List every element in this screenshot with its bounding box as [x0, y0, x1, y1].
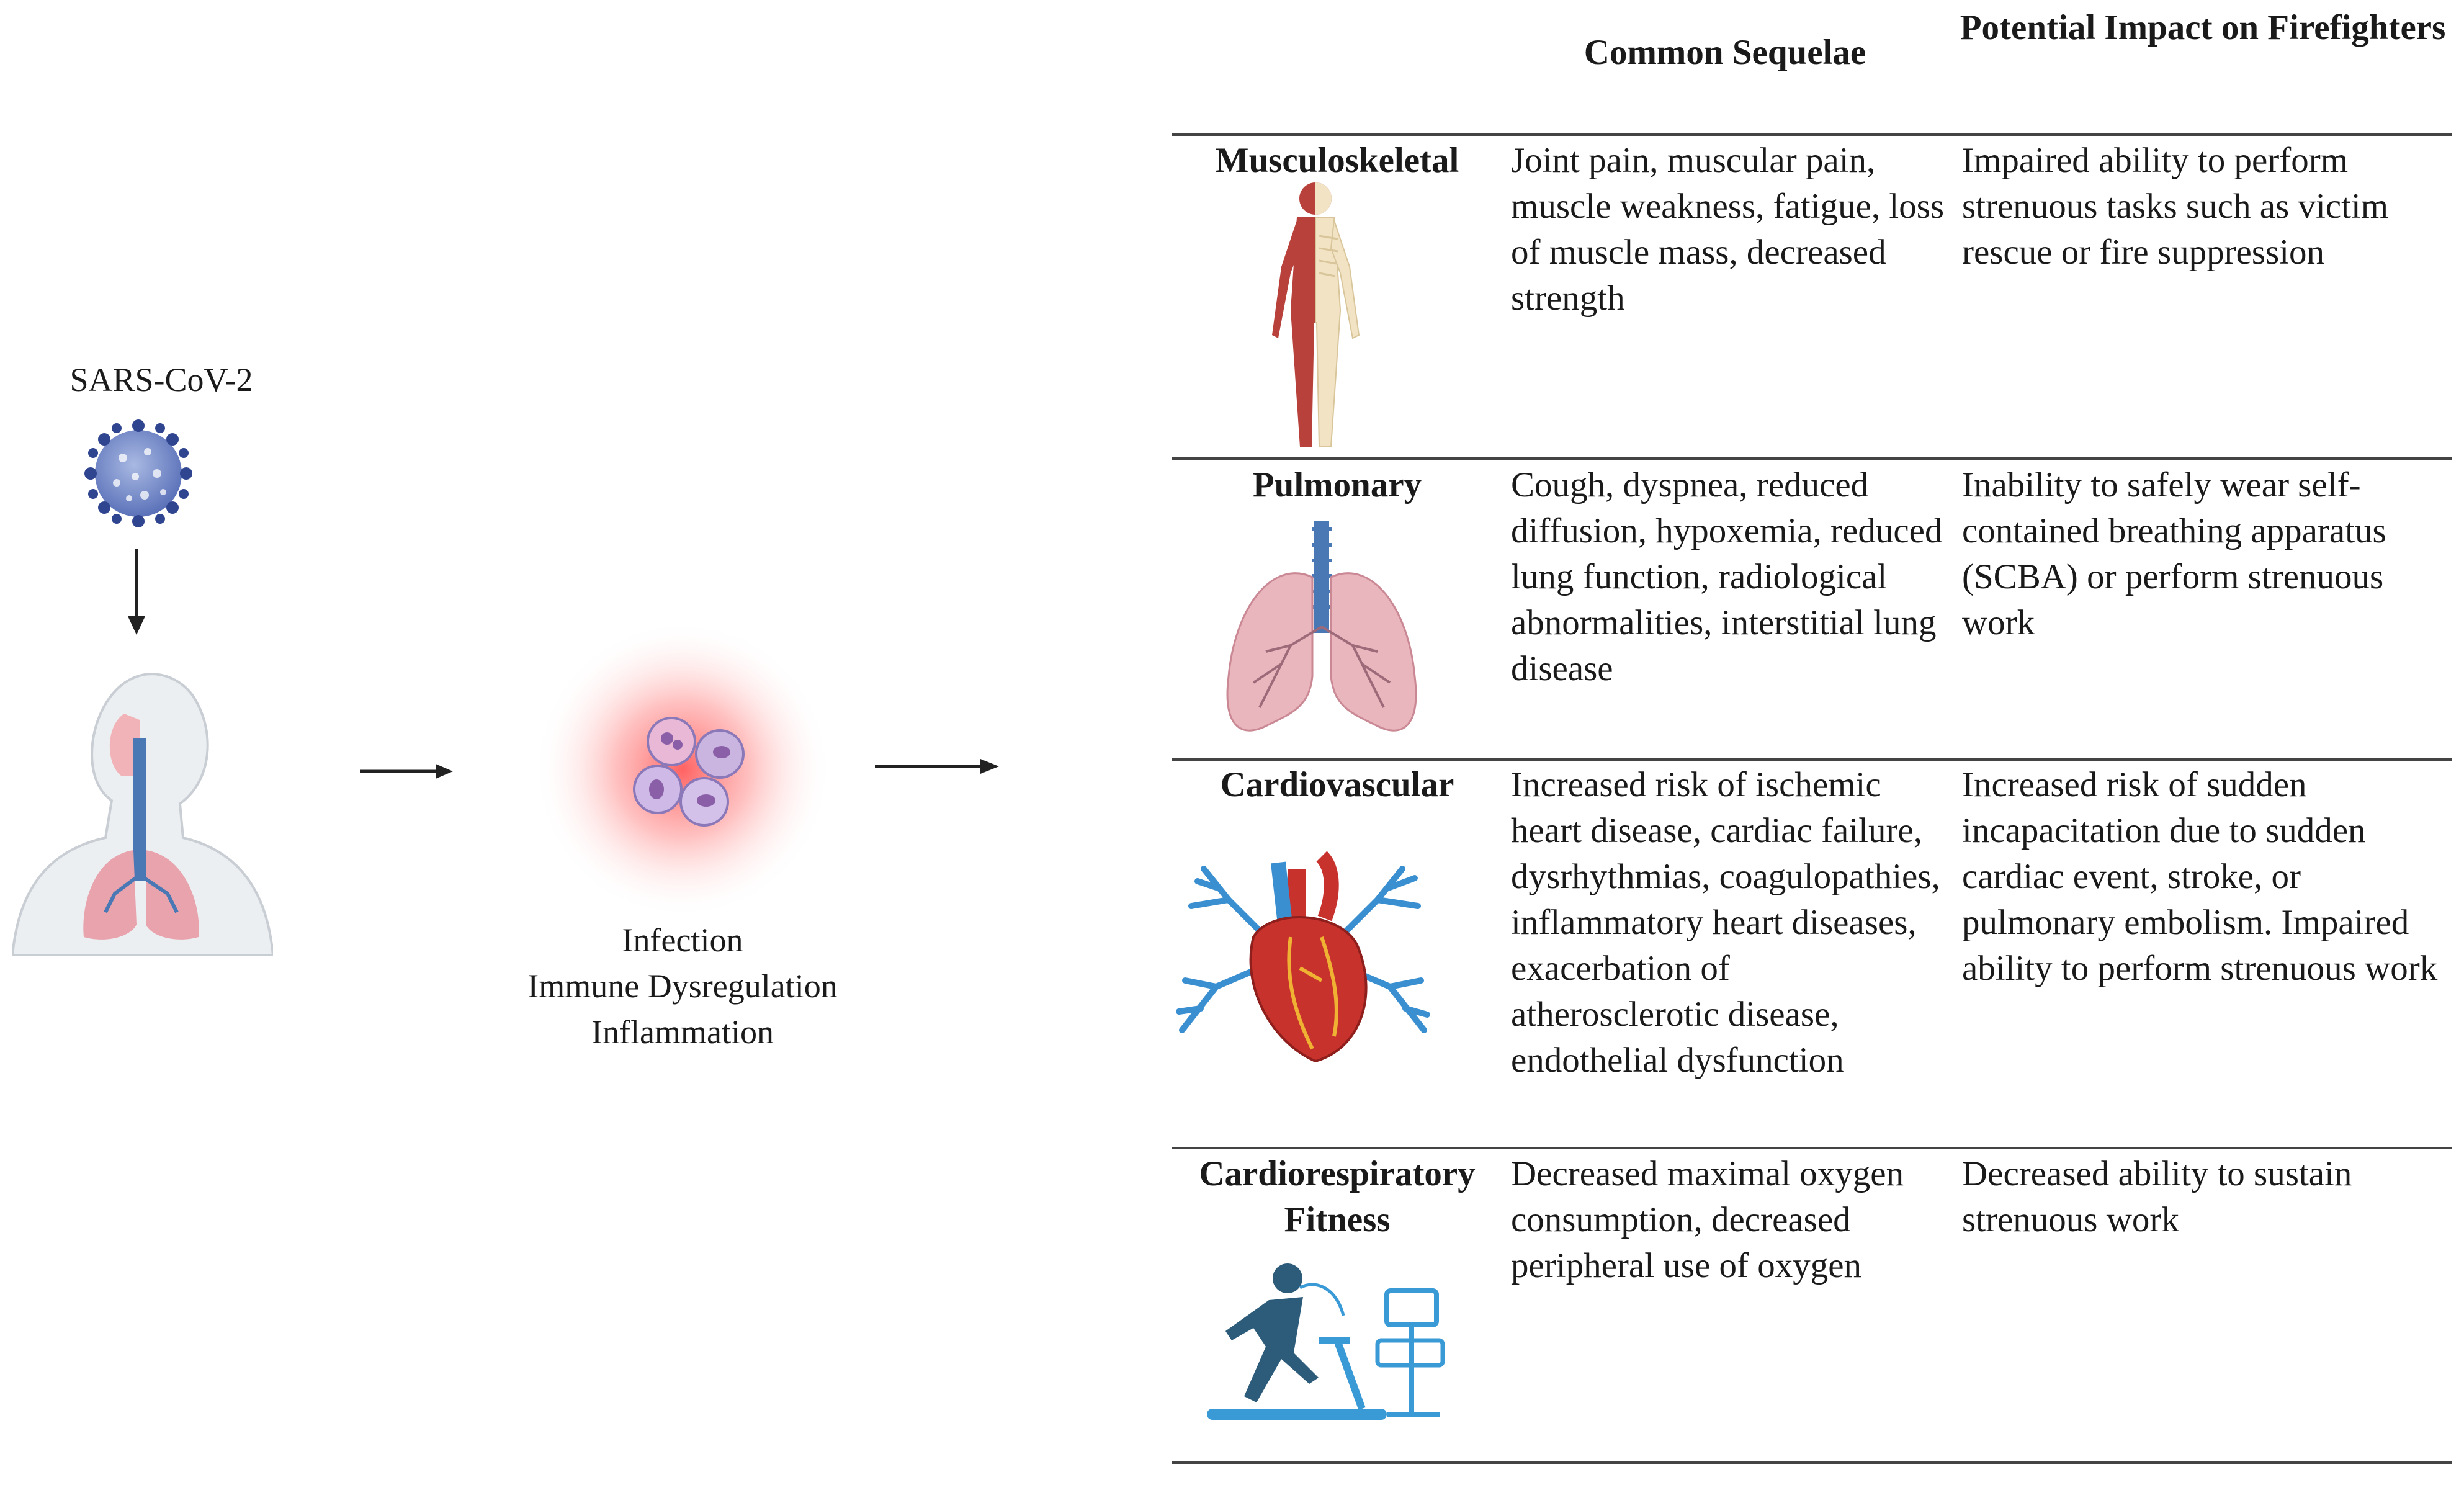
- human-musculoskeletal-icon: [1260, 180, 1371, 453]
- row-system-cardiovascular: Cardiovascular: [1220, 765, 1454, 804]
- process-line-infection: Infection: [622, 922, 743, 959]
- table-row-rule: [1172, 1147, 2452, 1149]
- inflamed-immune-cells-icon: [534, 621, 831, 918]
- header-common-sequelae: Common Sequelae: [1584, 33, 1866, 72]
- row-system-cardiorespiratory-fitness: Cardiorespiratory Fitness: [1199, 1154, 1476, 1239]
- table-top-rule: [1172, 133, 2452, 136]
- arrow-right-icon: [360, 762, 453, 781]
- header-potential-impact: Potential Impact on Firefighters: [1960, 8, 2446, 47]
- row-sequelae-cardiorespiratory-fitness: Decreased maximal oxygen consumption, de…: [1511, 1154, 1904, 1285]
- table-bottom-rule: [1172, 1461, 2452, 1464]
- heart-icon: [1173, 844, 1433, 1067]
- virus-label: SARS-CoV-2: [69, 361, 253, 398]
- process-line-immune-dysregulation: Immune Dysregulation: [527, 967, 838, 1005]
- row-impact-pulmonary: Inability to safely wear self-contained …: [1962, 465, 2386, 642]
- human-respiratory-icon: [12, 645, 273, 956]
- row-impact-cardiorespiratory-fitness: Decreased ability to sustain strenuous w…: [1962, 1154, 2352, 1239]
- virus-icon: [79, 415, 197, 532]
- table-row-rule: [1172, 457, 2452, 460]
- arrow-right-icon: [875, 757, 999, 776]
- row-sequelae-pulmonary: Cough, dyspnea, reduced diffusion, hypox…: [1511, 465, 1943, 688]
- process-line-inflammation: Inflammation: [591, 1013, 774, 1051]
- table-row-rule: [1172, 758, 2452, 761]
- arrow-down-icon: [124, 549, 149, 636]
- row-impact-musculoskeletal: Impaired ability to perform strenuous ta…: [1962, 141, 2389, 272]
- row-sequelae-musculoskeletal: Joint pain, muscular pain, muscle weakne…: [1511, 141, 1945, 318]
- treadmill-test-icon: [1194, 1254, 1449, 1427]
- row-impact-cardiovascular: Increased risk of sudden incapacitation …: [1962, 765, 2438, 988]
- row-sequelae-cardiovascular: Increased risk of ischemic heart disease…: [1511, 765, 1940, 1080]
- row-system-musculoskeletal: Musculoskeletal: [1215, 141, 1459, 180]
- lungs-icon: [1222, 521, 1421, 745]
- row-system-pulmonary: Pulmonary: [1252, 465, 1422, 505]
